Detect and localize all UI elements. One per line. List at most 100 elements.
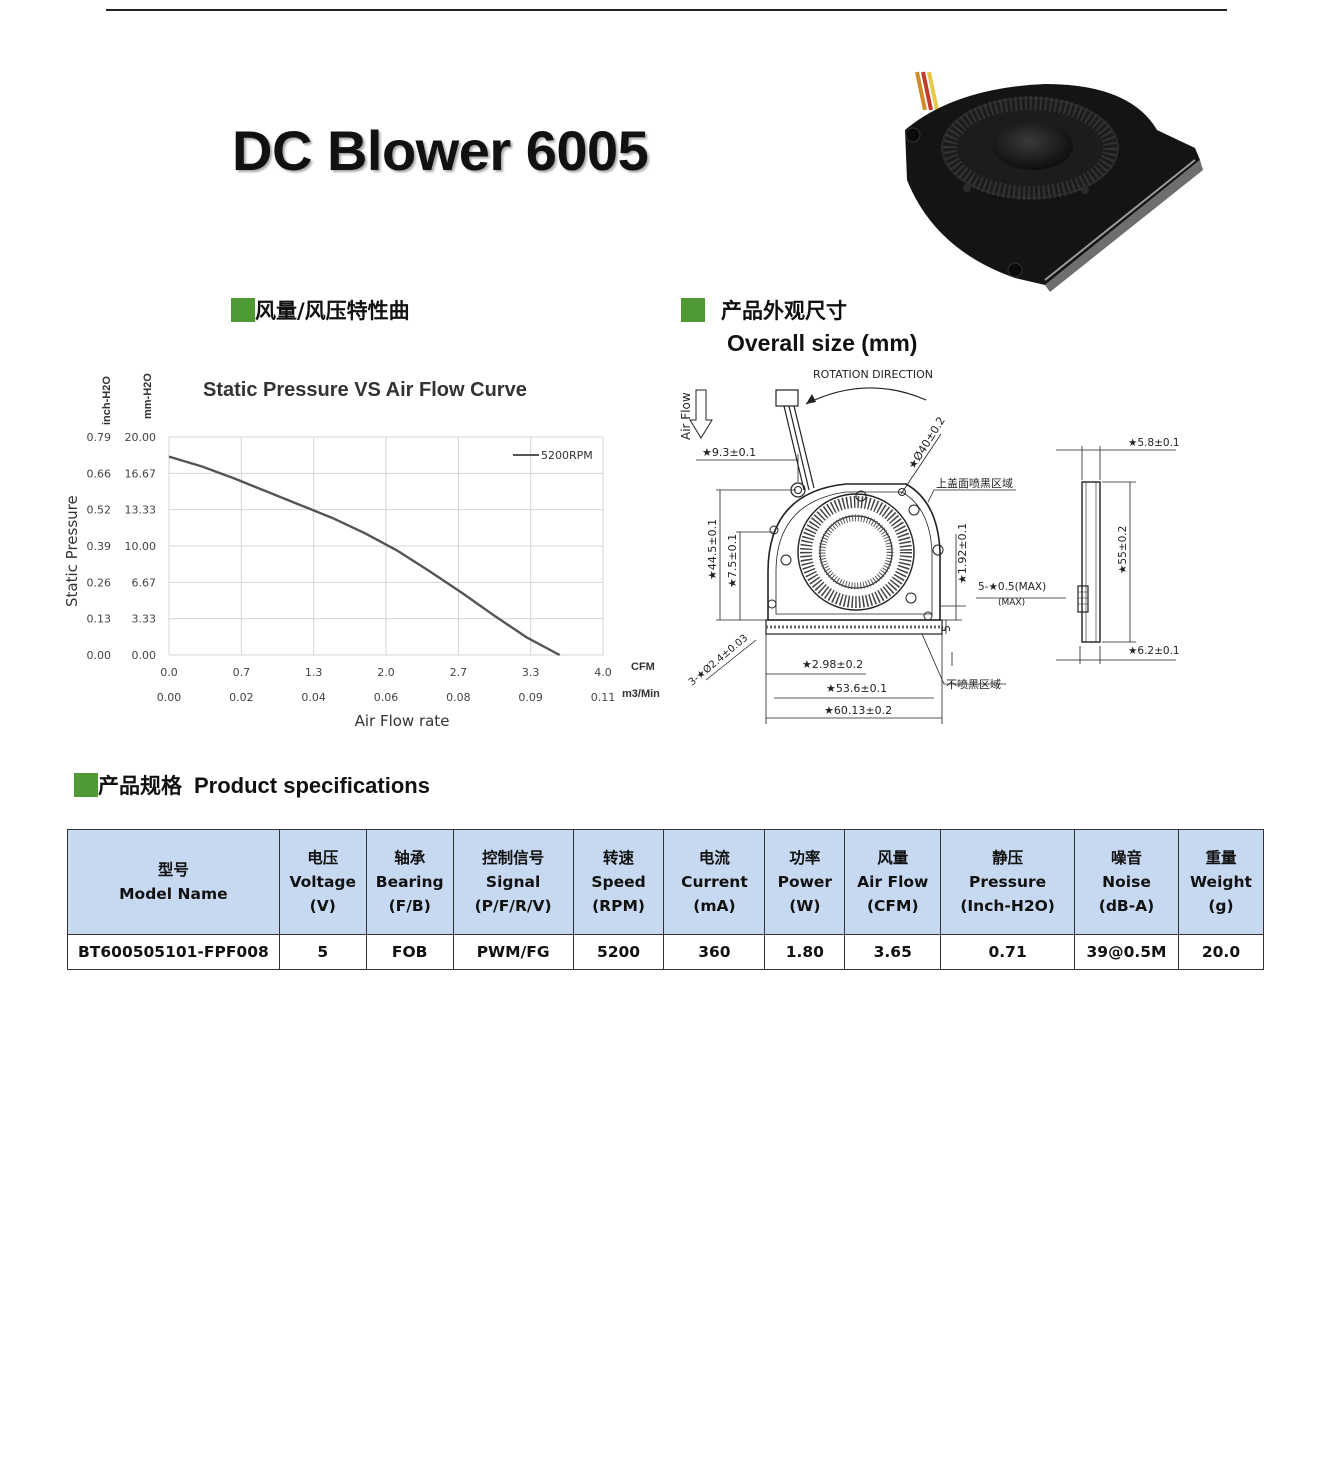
- dim-40: ★Ø40±0.2: [906, 414, 948, 471]
- section-marker: [231, 298, 255, 322]
- table-cell: 5: [278, 934, 367, 970]
- rotation-label: ROTATION DIRECTION: [813, 368, 933, 381]
- dimension-drawing: ROTATION DIRECTION Air Flow ★44.5±0.1 ★7…: [679, 368, 1180, 724]
- column-header-unit: (F/B): [388, 897, 431, 915]
- side-view: [1081, 481, 1101, 643]
- column-header: 型号 Model Name: [67, 829, 280, 935]
- spec-section-heading: 产品规格 Product specifications: [74, 770, 430, 800]
- x-tick-label-m3: 0.04: [301, 691, 326, 704]
- x-unit-bottom: m3/Min: [622, 688, 660, 700]
- column-header-cn: 型号: [157, 861, 189, 879]
- y-tick-label-inch: 0.52: [87, 504, 112, 517]
- y-tick-label-inch: 0.26: [87, 576, 112, 589]
- y-unit-right: mm-H2O: [142, 373, 154, 419]
- chart-title: Static Pressure VS Air Flow Curve: [203, 379, 527, 401]
- curve-section-title: 风量/风压特性曲: [255, 299, 410, 323]
- column-header-unit: (W): [789, 897, 821, 915]
- column-header-en: Air Flow: [857, 873, 929, 891]
- spec-section-title-cn: 产品规格: [98, 774, 182, 798]
- column-header-en: Weight: [1190, 873, 1252, 891]
- column-header: 转速 Speed (RPM): [572, 829, 665, 935]
- column-header-en: Current: [681, 873, 748, 891]
- y-tick-label-inch: 0.00: [87, 649, 112, 662]
- y-tick-label-mm: 3.33: [132, 613, 157, 626]
- column-header-unit: (dB-A): [1098, 897, 1155, 915]
- column-header-cn: 风量: [877, 849, 909, 867]
- dim-9-3: ★9.3±0.1: [702, 446, 756, 459]
- dim-holes: 5-★0.5(MAX): [978, 581, 1046, 593]
- x-tick-label-m3: 0.08: [446, 691, 471, 704]
- column-header-en: Noise: [1102, 873, 1151, 891]
- x-tick-label-m3: 0.09: [518, 691, 543, 704]
- column-header-en: Model Name: [119, 885, 228, 903]
- x-tick-label-cfm: 2.0: [377, 666, 395, 679]
- column-header-unit: (RPM): [592, 897, 645, 915]
- x-tick-label-cfm: 4.0: [594, 666, 612, 679]
- x-unit-top: CFM: [631, 661, 655, 673]
- dim-53-6: ★53.6±0.1: [826, 682, 887, 695]
- table-cell: 360: [663, 934, 766, 970]
- column-header-unit: (mA): [693, 897, 736, 915]
- column-header-en: Power: [777, 873, 833, 891]
- spec-section-title-en: Product specifications: [194, 773, 430, 798]
- pressure-flow-chart: Static Pressure VS Air Flow Curve inch-H…: [63, 373, 660, 730]
- dim-5: 5: [940, 625, 953, 632]
- note-top: 上盖面喷黑区域: [936, 476, 1013, 490]
- dim-60-13: ★60.13±0.2: [824, 704, 892, 717]
- column-header-cn: 噪音: [1110, 849, 1142, 867]
- y-tick-label-inch: 0.13: [87, 613, 112, 626]
- column-header-en: Bearing: [375, 873, 444, 891]
- y-axis-label: Static Pressure: [63, 495, 81, 607]
- x-tick-label-m3: 0.00: [157, 691, 182, 704]
- airflow-label: Air Flow: [679, 392, 693, 440]
- y-tick-label-inch: 0.39: [87, 540, 112, 553]
- dim-2-98: ★2.98±0.2: [802, 658, 863, 671]
- size-section-heading: 产品外观尺寸: [681, 295, 847, 325]
- dim-55: ★55±0.2: [1117, 526, 1129, 574]
- x-tick-label-cfm: 1.3: [305, 666, 323, 679]
- column-header: 噪音 Noise (dB-A): [1074, 829, 1179, 935]
- column-header-en: Voltage: [289, 873, 357, 891]
- column-header-cn: 控制信号: [482, 849, 545, 867]
- x-axis-label: Air Flow rate: [355, 712, 450, 730]
- column-header-cn: 重量: [1205, 849, 1237, 867]
- y-tick-label-mm: 20.00: [125, 431, 157, 444]
- x-tick-label-cfm: 0.7: [233, 666, 251, 679]
- y-tick-label-mm: 0.00: [132, 649, 157, 662]
- impeller-blades: [800, 496, 912, 608]
- column-header-cn: 转速: [603, 849, 635, 867]
- column-header-en: Speed: [591, 873, 646, 891]
- table-cell: 0.71: [940, 934, 1076, 970]
- x-tick-label-m3: 0.11: [591, 691, 616, 704]
- page-title: DC Blower 6005: [232, 119, 649, 182]
- column-header-cn: 功率: [789, 849, 821, 867]
- product-photo: [905, 71, 1203, 292]
- x-tick-label-cfm: 0.0: [160, 666, 178, 679]
- dim-6-2: ★6.2±0.1: [1128, 645, 1180, 657]
- y-tick-label-inch: 0.66: [87, 467, 112, 480]
- x-tick-label-cfm: 2.7: [450, 666, 468, 679]
- section-marker: [681, 298, 705, 322]
- table-cell: BT600505101-FPF008: [67, 934, 280, 970]
- size-section-title: 产品外观尺寸: [721, 299, 847, 323]
- y-tick-label-mm: 16.67: [125, 467, 157, 480]
- column-header-unit: (P/F/R/V): [474, 897, 552, 915]
- y-tick-label-mm: 13.33: [125, 504, 157, 517]
- series-line-0: [168, 455, 561, 657]
- dim-holes-sub: (MAX): [998, 598, 1025, 608]
- y-tick-label-inch: 0.79: [87, 431, 112, 444]
- column-header: 功率 Power (W): [764, 829, 846, 935]
- table-cell: 20.0: [1177, 934, 1265, 970]
- dim-2-4: 3-★Ø2.4±0.03: [686, 632, 750, 688]
- dim-1-92: ★1.92±0.1: [956, 523, 969, 584]
- dim-44-5: ★44.5±0.1: [706, 519, 719, 580]
- dim-7-5: ★7.5±0.1: [726, 534, 739, 588]
- x-tick-label-m3: 0.06: [374, 691, 399, 704]
